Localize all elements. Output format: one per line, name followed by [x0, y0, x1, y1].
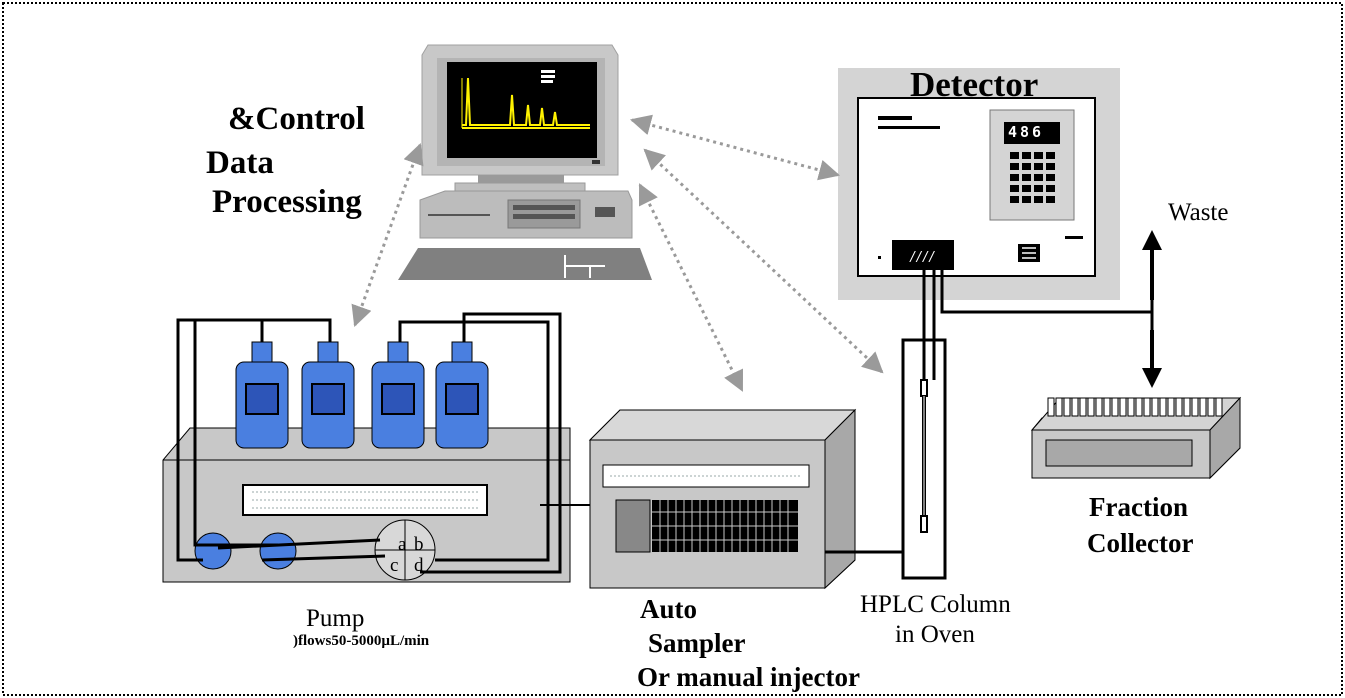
pump-display: [242, 484, 488, 516]
monitor-screen: [447, 62, 597, 158]
solvent-lines: [176, 312, 600, 574]
fraction-tubes: [1047, 397, 1223, 417]
label-data: Data: [206, 145, 274, 181]
detector-port-block: [892, 240, 954, 270]
link-computer-pump: [351, 143, 424, 327]
label-in-oven: in Oven: [895, 621, 975, 648]
svg-text:////: ////: [909, 250, 936, 265]
link-computer-column: [643, 148, 884, 374]
solvent-bottles: [235, 341, 489, 449]
chromatogram-trace: [462, 77, 590, 126]
detector-icon: ////: [838, 68, 1120, 300]
link-computer-autosampler: [638, 183, 744, 392]
label-processing: Processing: [212, 184, 362, 220]
label-pump: Pump: [306, 605, 365, 632]
label-hplc-column: HPLC Column: [860, 591, 1011, 618]
fraction-collector-icon: [1030, 396, 1242, 480]
solvent-bottle-c: [371, 341, 425, 449]
label-waste: Waste: [1168, 199, 1229, 226]
label-detector: Detector: [910, 65, 1039, 104]
valve-port-c: c: [390, 555, 399, 576]
link-computer-detector: [629, 114, 841, 181]
label-sampler: Sampler: [648, 628, 746, 658]
label-manual-injector: Or manual injector: [637, 662, 860, 692]
computer-icon: [398, 44, 652, 280]
detector-display-value: 486: [1008, 123, 1045, 141]
keyboard-icon: [398, 248, 652, 280]
label-collector: Collector: [1087, 528, 1194, 558]
valve-port-b: b: [414, 534, 424, 555]
valve-port-d: d: [414, 555, 424, 576]
solvent-bottle-a: [235, 341, 289, 449]
solvent-bottle-b: [301, 341, 355, 449]
label-auto: Auto: [640, 594, 698, 624]
solvent-bottle-d: [435, 341, 489, 449]
label-flow-rate: )flows50-5000µL/min: [293, 633, 430, 649]
valve-port-a: a: [398, 534, 407, 555]
autosampler-icon: [588, 408, 857, 590]
label-fraction: Fraction: [1089, 492, 1188, 522]
pump-head-2: [259, 532, 297, 570]
pump-head-1: [194, 532, 232, 570]
detector-display: [1004, 122, 1060, 144]
detector-keypad: [1010, 152, 1055, 203]
data-links: [351, 114, 884, 392]
label-control: &Control: [228, 101, 365, 137]
